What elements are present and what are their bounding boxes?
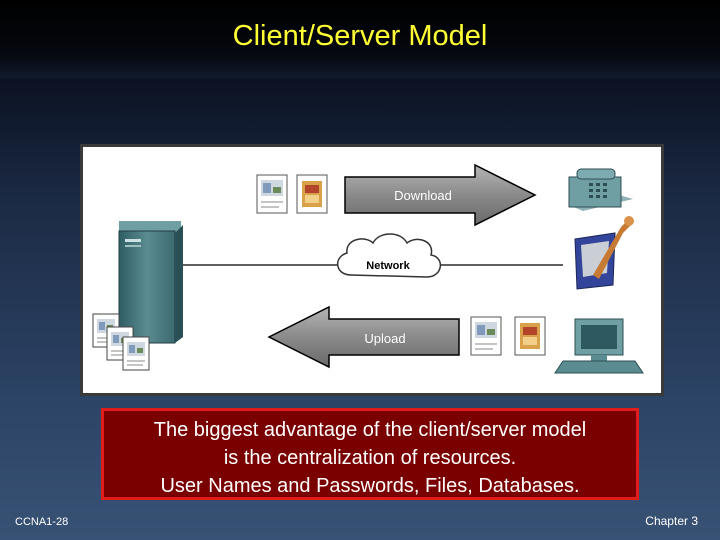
server-icon xyxy=(118,221,183,344)
desktop-computer-icon xyxy=(554,318,644,374)
footer-slide-id: CCNA1-28 xyxy=(15,516,69,528)
diagram-panel: Download Upload Network xyxy=(80,144,664,396)
telephone-icon xyxy=(568,168,633,211)
download-arrow: Download xyxy=(344,163,537,227)
callout-box: The biggest advantage of the client/serv… xyxy=(101,408,639,500)
footer-chapter: Chapter 3 xyxy=(645,514,698,528)
pda-icon xyxy=(574,216,634,290)
callout-line-3: User Names and Passwords, Files, Databas… xyxy=(160,475,580,497)
upload-arrow: Upload xyxy=(267,305,460,369)
client-server-diagram: Download Upload Network xyxy=(92,163,644,374)
upload-label: Upload xyxy=(364,331,405,346)
callout-line-2: is the centralization of resources. xyxy=(223,447,517,469)
title-band xyxy=(0,0,720,78)
slide-title: Client/Server Model xyxy=(232,20,488,52)
callout-line-1: The biggest advantage of the client/serv… xyxy=(153,419,587,441)
download-documents-icon xyxy=(256,174,328,214)
network-cloud-icon: Network xyxy=(337,233,441,278)
network-label: Network xyxy=(366,260,410,272)
server-document-stack-icon xyxy=(92,313,150,371)
upload-documents-icon xyxy=(470,316,546,356)
download-label: Download xyxy=(394,188,452,203)
